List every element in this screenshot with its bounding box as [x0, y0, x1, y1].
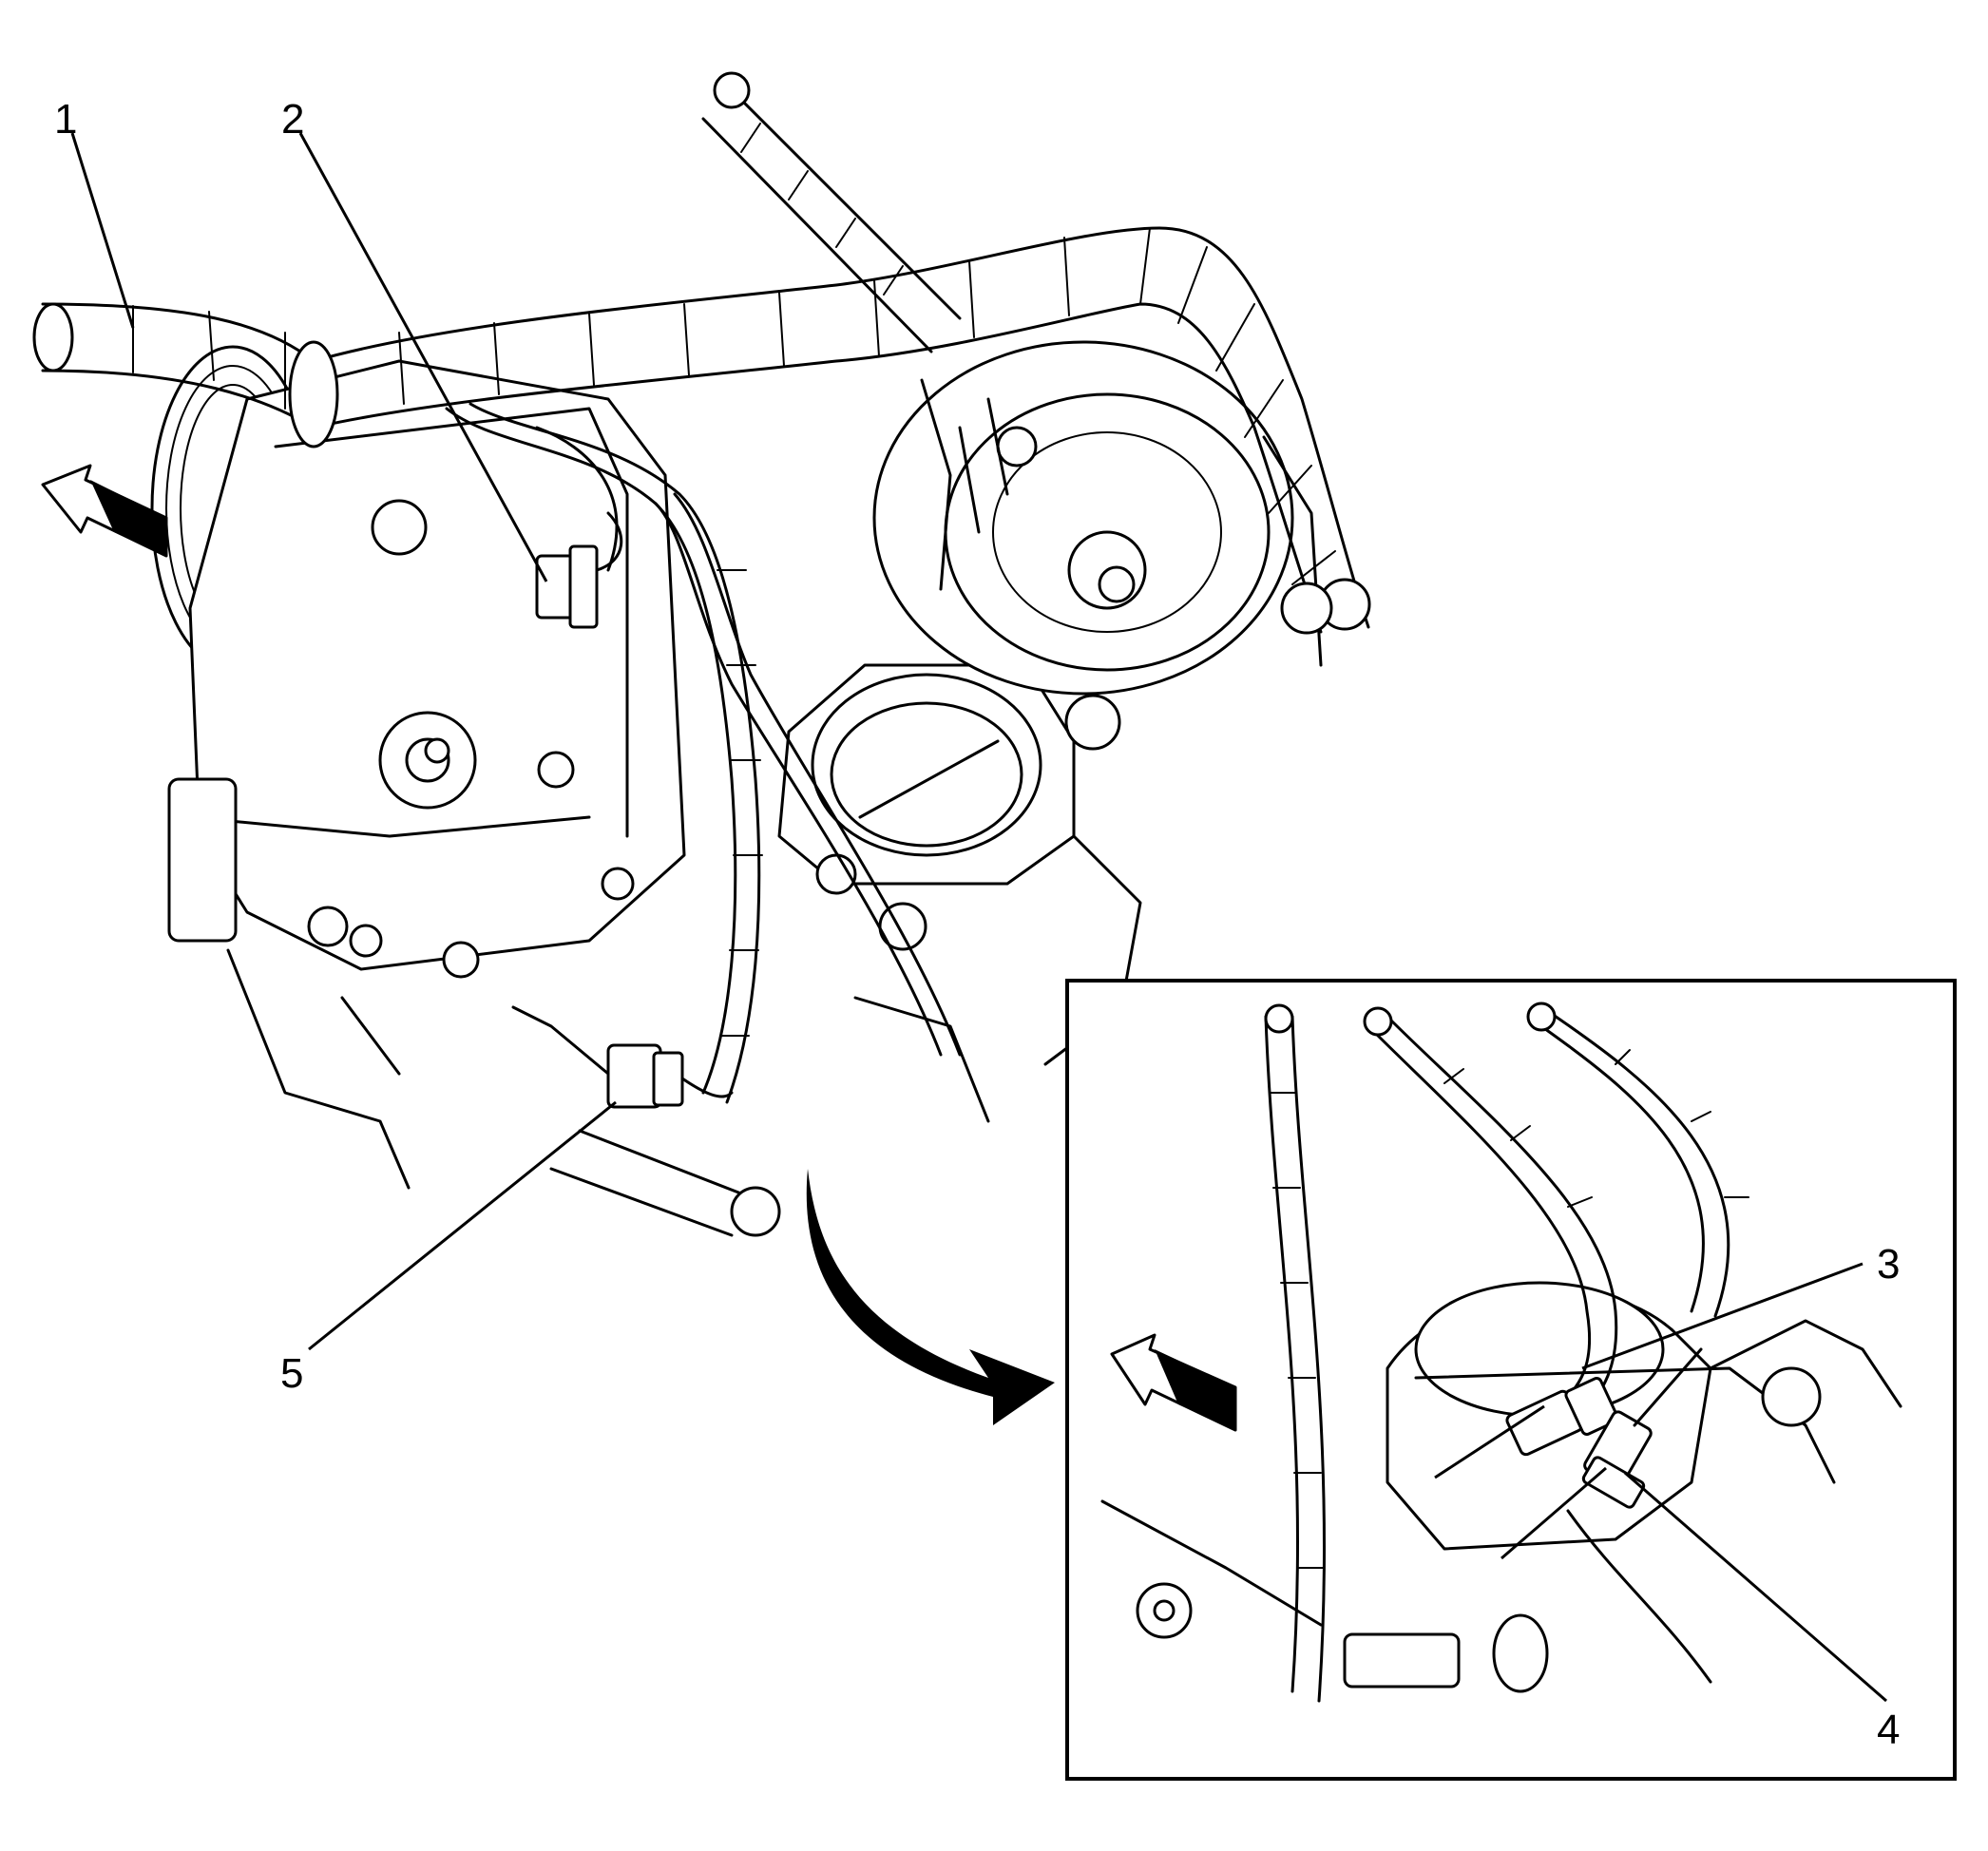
leader-line-4b [1501, 1466, 1607, 1560]
generator [872, 340, 1323, 696]
harness-conduit-upper [701, 71, 962, 353]
ac-compressor [150, 345, 686, 1190]
connector-3 [1505, 1377, 1619, 1457]
leader-line-3 [1581, 1262, 1864, 1370]
detail-harness-right [1526, 1002, 1749, 1318]
callout-5: 5 [280, 1350, 303, 1397]
leader-line-4 [1624, 1471, 1887, 1703]
connector-4 [1581, 1347, 1703, 1509]
detail-view [1065, 979, 1957, 1781]
direction-arrow-icon [41, 464, 168, 558]
callout-4: 4 [1877, 1707, 1900, 1753]
callout-3: 3 [1877, 1241, 1900, 1288]
leader-line-2 [298, 132, 548, 582]
throttle-body [777, 663, 1142, 1123]
harness-branches [445, 402, 962, 1104]
leader-line-5 [308, 1100, 617, 1351]
callout-2: 2 [281, 96, 304, 143]
curved-arrow-icon [806, 1169, 1055, 1425]
detail-harness-center [1363, 1006, 1618, 1418]
leader-line-1 [70, 132, 135, 329]
callout-labels: 1 2 3 4 5 [54, 96, 1900, 1753]
main-view [32, 71, 1371, 1425]
detail-harness-left [1264, 1003, 1327, 1703]
connector-5 [511, 1005, 734, 1109]
harness-conduit-main [32, 226, 1371, 635]
harness-conduit-lower [549, 1129, 781, 1237]
direction-arrow-icon-detail [1110, 1333, 1237, 1432]
leader-line-3b [1434, 1404, 1545, 1479]
callout-1: 1 [54, 96, 77, 143]
leader-lines [70, 132, 1887, 1703]
connector-2 [535, 511, 623, 629]
